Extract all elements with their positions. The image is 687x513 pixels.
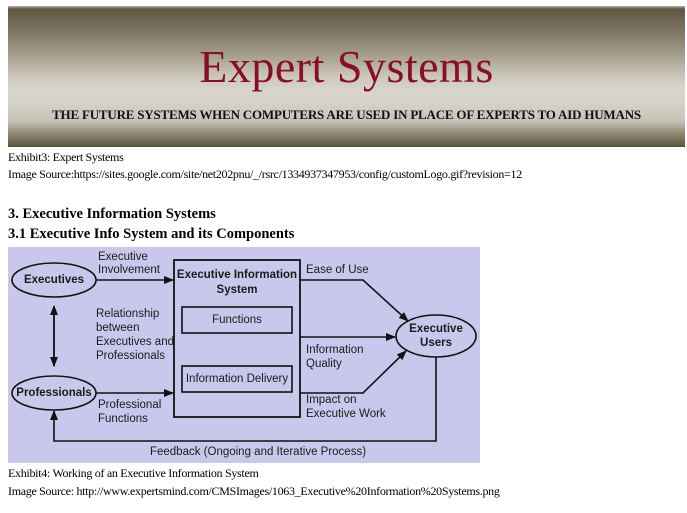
label-info-quality-1: Information (306, 344, 364, 356)
label-impact-2: Executive Work (306, 408, 386, 420)
banner-title: Expert Systems (199, 41, 494, 92)
node-information-delivery: Information Delivery (185, 373, 289, 385)
label-exec-involvement-1: Executive (98, 251, 148, 263)
label-relationship-1: Relationship (96, 308, 160, 320)
banner-subtitle: THE FUTURE SYSTEMS WHEN COMPUTERS ARE US… (52, 107, 641, 122)
label-info-quality-2: Quality (306, 358, 342, 370)
node-functions: Functions (212, 314, 262, 326)
eis-title-line1: Executive Information (176, 269, 298, 281)
executive-users-line2: Users (420, 337, 452, 349)
label-relationship-3: Executives and (96, 336, 174, 348)
executive-users-line1: Executive (409, 323, 463, 335)
label-relationship-4: Professionals (96, 350, 166, 362)
exhibit4-source: Image Source: http://www.expertsmind.com… (8, 484, 500, 498)
exhibit3-caption: Exhibit3: Expert Systems (8, 150, 124, 164)
label-prof-functions-1: Professional (98, 399, 162, 411)
exhibit3-source: Image Source:https://sites.google.com/si… (8, 167, 522, 181)
exhibit4-caption: Exhibit4: Working of an Executive Inform… (8, 466, 259, 480)
label-feedback: Feedback (Ongoing and Iterative Process) (149, 446, 367, 458)
eis-title-line2: System (216, 284, 258, 296)
section-heading: 3. Executive Information Systems (8, 206, 216, 222)
expert-systems-banner: Expert Systems THE FUTURE SYSTEMS WHEN C… (8, 6, 685, 147)
label-impact-1: Impact on (306, 394, 357, 406)
label-ease-of-use: Ease of Use (306, 264, 369, 276)
section-subheading: 3.1 Executive Info System and its Compon… (8, 226, 295, 242)
eis-diagram: Executives Professionals Executive Infor… (8, 247, 480, 463)
node-professionals: Professionals (16, 387, 92, 399)
diagram-lines (11, 259, 477, 442)
label-relationship-2: between (96, 322, 140, 334)
label-exec-involvement-2: Involvement (98, 264, 161, 276)
label-prof-functions-2: Functions (98, 413, 148, 425)
node-executives: Executives (23, 274, 85, 286)
